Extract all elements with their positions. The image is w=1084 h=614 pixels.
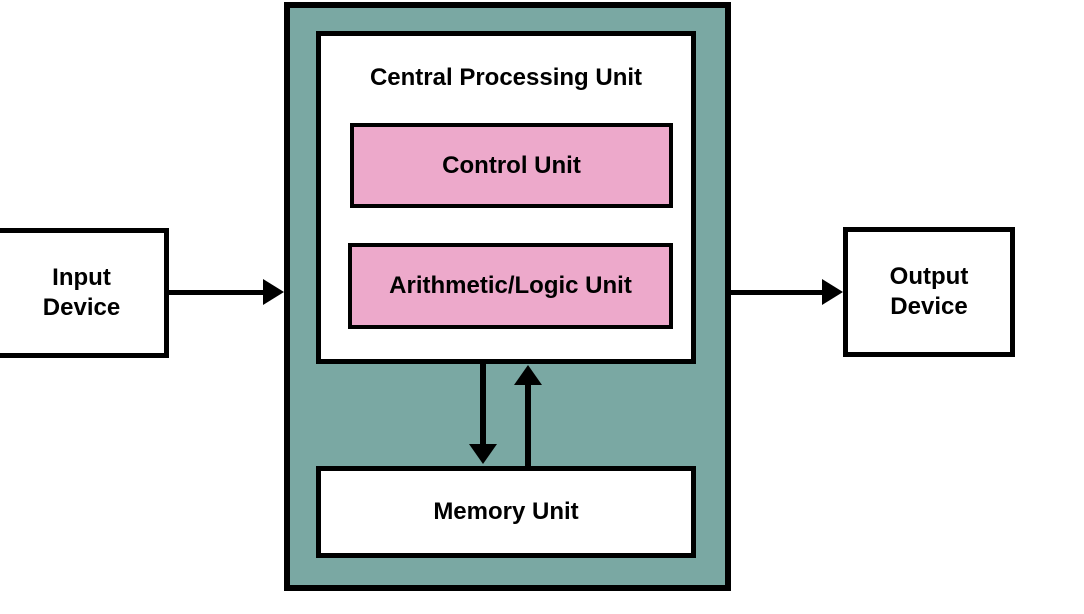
output-device-box: Output Device: [843, 227, 1015, 357]
arrow-shaft: [169, 290, 264, 295]
arrow-head-down-icon: [469, 444, 497, 464]
cpu-title: Central Processing Unit: [369, 64, 643, 91]
arrow-head-right-icon: [263, 279, 284, 305]
control-unit-box: Control Unit: [350, 123, 673, 208]
arithmetic-logic-unit-label: Arithmetic/Logic Unit: [389, 272, 632, 299]
control-unit-label: Control Unit: [442, 151, 581, 179]
arrow-head-right-icon: [822, 279, 843, 305]
cpu-inner-box: Central Processing Unit Control Unit Ari…: [316, 31, 696, 364]
arithmetic-logic-unit-box: Arithmetic/Logic Unit: [348, 243, 673, 329]
input-device-box: Input Device: [0, 228, 169, 358]
memory-unit-label: Memory Unit: [433, 498, 579, 525]
memory-unit-box: Memory Unit: [316, 466, 696, 558]
arrow-shaft: [480, 364, 486, 446]
output-device-label: Output Device: [889, 263, 969, 320]
arrow-head-up-icon: [514, 365, 542, 385]
arrow-shaft: [525, 383, 531, 466]
arrow-shaft: [731, 290, 822, 295]
input-device-label: Input Device: [42, 264, 121, 321]
